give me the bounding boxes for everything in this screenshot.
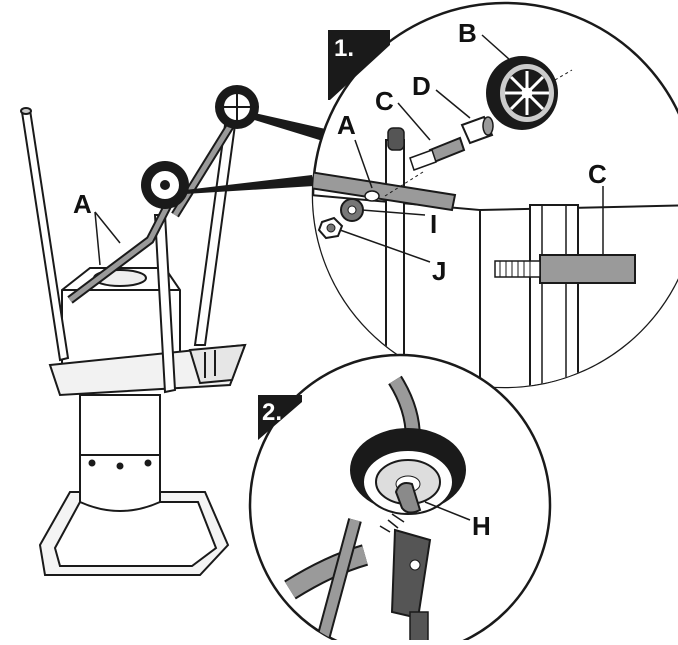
callout-i: I xyxy=(430,209,437,239)
pedestal-base xyxy=(38,394,230,576)
wheel-part-b xyxy=(486,56,573,130)
detail2-wheel xyxy=(350,428,466,515)
callout-j: J xyxy=(432,256,446,286)
handle-frame xyxy=(20,107,244,394)
nut-part-j xyxy=(317,216,344,240)
callout-b: B xyxy=(458,18,477,48)
step-badge-1: 1. xyxy=(328,30,390,100)
bolt-section xyxy=(494,254,636,284)
callout-c-section: C xyxy=(588,159,607,189)
callout-h: H xyxy=(472,511,491,541)
step-badge-2: 2. xyxy=(258,395,302,440)
washer-part-i xyxy=(340,198,364,222)
detail-circle-2 xyxy=(248,353,552,645)
detail-circle-1 xyxy=(311,1,678,389)
callout-a-detail: A xyxy=(337,110,356,140)
tank-body xyxy=(48,267,247,397)
spacer-part-d xyxy=(460,115,494,145)
step-label-1: 1. xyxy=(334,35,354,62)
axle-bolt xyxy=(384,136,466,197)
zoom-lines xyxy=(185,112,330,194)
callout-d: D xyxy=(412,71,431,101)
cart-wheel-back xyxy=(215,85,259,129)
callout-c-detail: C xyxy=(375,86,394,116)
callout-a-main: A xyxy=(73,189,92,219)
cart-wheel-front xyxy=(141,161,189,209)
callout-leader-main xyxy=(94,211,121,266)
step-label-2: 2. xyxy=(262,399,282,426)
hammer xyxy=(390,528,432,645)
axle-cap-part-h xyxy=(394,482,422,514)
